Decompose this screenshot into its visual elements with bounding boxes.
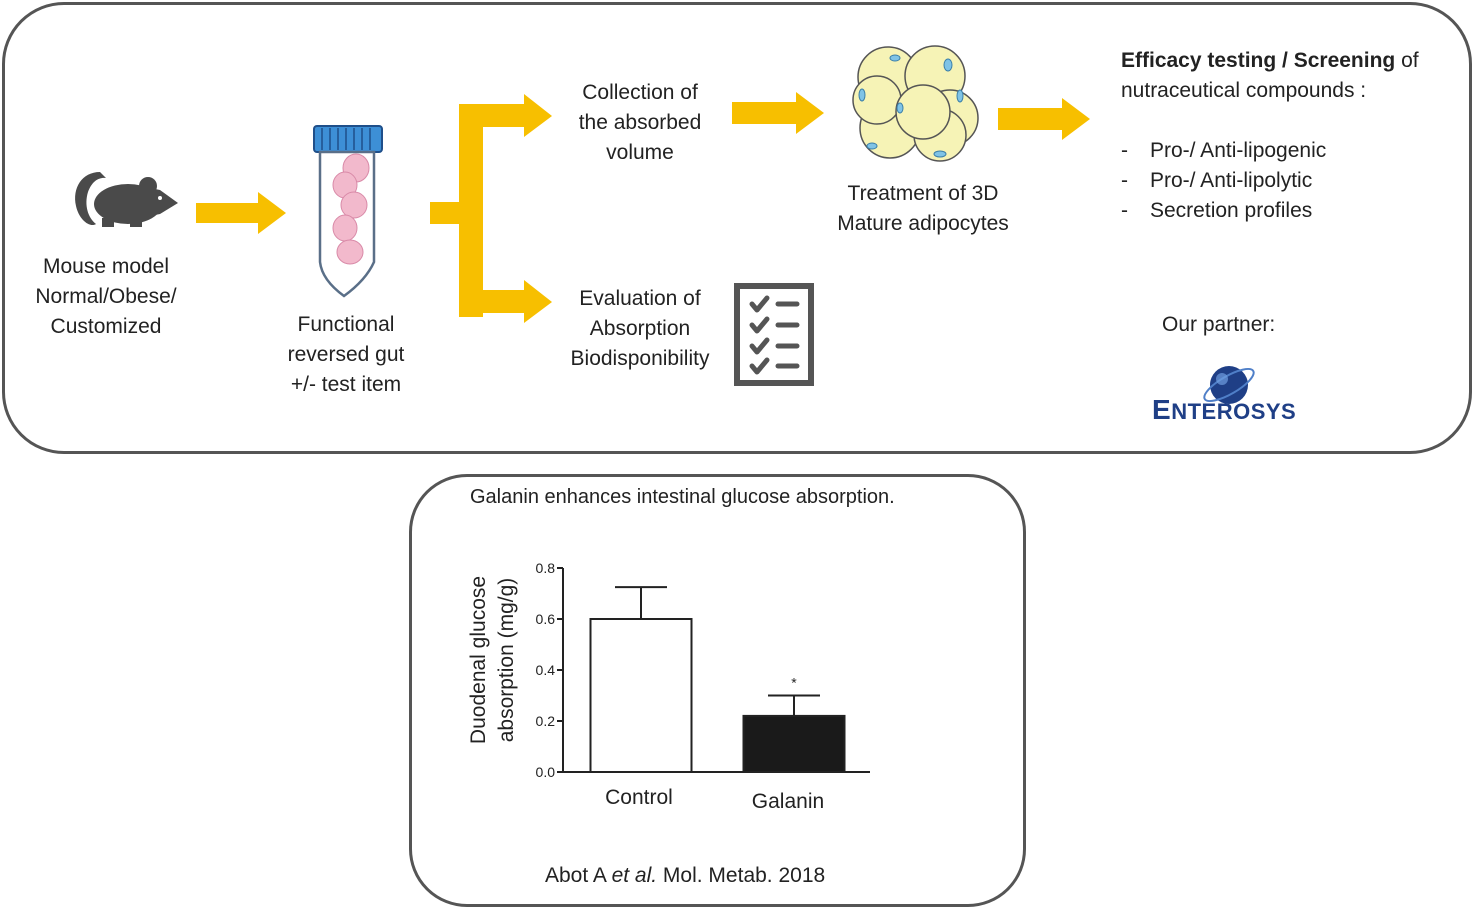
collection-label: Collection of the absorbed volume bbox=[578, 81, 702, 164]
enterosys-globe-icon bbox=[1203, 366, 1255, 404]
efficacy-list: Pro-/ Anti-lipogenic Pro-/ Anti-lipolyti… bbox=[1121, 136, 1326, 226]
tube-icon bbox=[313, 125, 383, 298]
y-tick-label: 0.8 bbox=[536, 560, 556, 576]
mouse-model-label: Mouse model Normal/Obese/ Customized bbox=[35, 255, 177, 338]
checklist-icon bbox=[734, 283, 814, 386]
significance-marker: * bbox=[791, 675, 797, 691]
treatment-label: Treatment of 3D Mature adipocytes bbox=[837, 182, 1009, 235]
citation: Abot A et al. Mol. Metab. 2018 bbox=[545, 864, 826, 887]
category-label: Galanin bbox=[752, 790, 824, 813]
category-label: Control bbox=[605, 786, 673, 809]
y-tick-label: 0.2 bbox=[536, 713, 556, 729]
arrow-treatment-to-efficacy bbox=[998, 98, 1090, 140]
list-item: Secretion profiles bbox=[1121, 196, 1326, 226]
list-item: Pro-/ Anti-lipogenic bbox=[1121, 136, 1326, 166]
bar bbox=[742, 714, 846, 774]
mouse-icon bbox=[75, 172, 178, 227]
y-tick-label: 0.6 bbox=[536, 611, 556, 627]
y-tick-label: 0.0 bbox=[536, 764, 556, 780]
adipocytes-icon bbox=[852, 45, 979, 162]
efficacy-heading: Efficacy testing / Screening of nutraceu… bbox=[1121, 49, 1419, 102]
arrow-collection-to-treatment bbox=[732, 92, 824, 134]
list-item: Pro-/ Anti-lipolytic bbox=[1121, 166, 1326, 196]
y-tick-label: 0.4 bbox=[536, 662, 556, 678]
workflow-panel bbox=[2, 2, 1472, 454]
evaluation-label: Evaluation of Absorption Biodisponibilit… bbox=[570, 287, 710, 370]
gut-label: Functional reversed gut +/- test item bbox=[287, 313, 405, 396]
enterosys-logo: ENTEROSYS bbox=[1152, 394, 1297, 425]
partner-label: Our partner: bbox=[1162, 313, 1276, 336]
bar bbox=[589, 618, 693, 773]
figure-panel bbox=[409, 474, 1026, 907]
branch-arrow bbox=[430, 94, 552, 323]
arrow-mouse-to-gut bbox=[196, 192, 286, 234]
figure-title: Galanin enhances intestinal glucose abso… bbox=[470, 486, 895, 508]
